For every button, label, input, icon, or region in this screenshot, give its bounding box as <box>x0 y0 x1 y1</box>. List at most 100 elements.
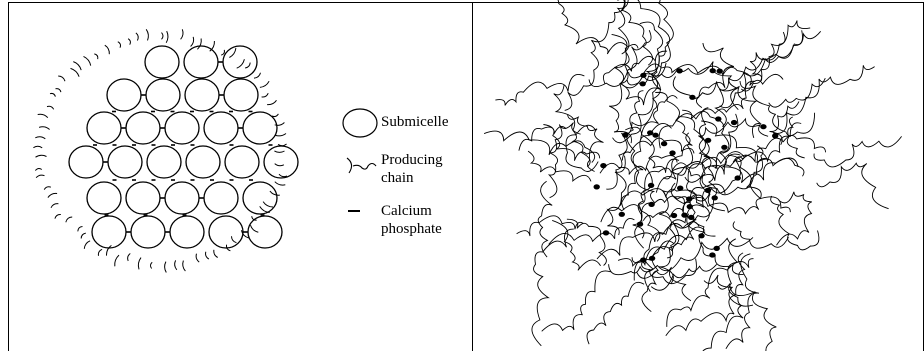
surface-chain <box>259 206 270 213</box>
calcium-phosphate-nanocluster <box>602 230 610 236</box>
surface-chain <box>37 113 49 118</box>
casein-chain <box>786 116 805 159</box>
casein-chain <box>596 221 700 260</box>
casein-chain <box>617 226 706 267</box>
surface-chain <box>35 168 43 171</box>
casein-chain <box>776 191 813 246</box>
dash-icon <box>348 210 360 212</box>
surface-chain <box>277 143 287 147</box>
chain-icon <box>346 157 377 174</box>
surface-chain <box>137 257 142 270</box>
casein-chain <box>816 162 889 210</box>
surface-chain <box>73 61 82 71</box>
surface-chain <box>221 49 225 56</box>
casein-chain <box>543 124 601 161</box>
calcium-phosphate-nanocluster <box>730 119 738 126</box>
surface-chain <box>240 230 249 239</box>
casein-chain <box>565 124 599 172</box>
casein-chain <box>588 30 652 88</box>
casein-chain <box>717 282 777 351</box>
surface-chain <box>105 244 112 256</box>
calcium-phosphate-nanocluster <box>686 196 693 202</box>
casein-chain <box>564 0 626 111</box>
frame-left <box>8 2 9 351</box>
calcium-phosphate-nanocluster <box>711 195 718 201</box>
casein-chain <box>628 61 739 111</box>
submicelle <box>106 78 142 112</box>
surface-chain <box>245 62 251 69</box>
surface-chain <box>274 163 285 167</box>
frame-divider <box>472 2 473 351</box>
chain-label: Producing chain <box>381 152 443 186</box>
casein-chain <box>659 199 715 284</box>
calcium-phosphate-nanocluster <box>648 255 656 261</box>
casein-chain <box>495 73 585 106</box>
surface-chain <box>149 261 153 269</box>
casein-chain <box>531 228 574 347</box>
surface-chain <box>164 261 167 273</box>
casein-chain <box>547 122 581 199</box>
calcium-phosphate-nanocluster <box>647 182 655 188</box>
calcium-phosphate-nanocluster <box>709 68 716 74</box>
calcium-phosphate-nanocluster <box>772 133 779 139</box>
calcium-phosphate-nanocluster <box>681 212 688 218</box>
calcium-phosphate-nanocluster <box>760 124 767 130</box>
surface-chain <box>127 38 131 45</box>
calcium-phosphate-nanocluster <box>670 212 678 219</box>
calcium-phosphate-nanocluster <box>600 163 607 169</box>
calcium-phosphate-nanocluster <box>639 81 646 87</box>
surface-chain <box>225 244 231 252</box>
calcium-phosphate-nanocluster <box>704 137 712 143</box>
casein-chain <box>606 62 667 190</box>
casein-chain <box>773 65 875 134</box>
casein-chain <box>768 78 826 108</box>
casein-chain <box>600 204 661 242</box>
calcium-phosphate-nanocluster <box>689 94 696 100</box>
calcium-phosphate-nanocluster <box>640 72 647 78</box>
surface-chain <box>274 181 286 186</box>
calcium-phosphate-nanocluster <box>715 116 722 122</box>
calcium-phosphate-nanocluster <box>713 245 720 251</box>
calcium-phosphate-nanocluster <box>688 214 695 220</box>
casein-chain <box>599 155 678 175</box>
casein-chain <box>483 130 596 163</box>
submicelle-label: Submicelle <box>381 114 449 130</box>
calcium-phosphate-nanocluster <box>709 252 716 258</box>
casein-chain <box>650 263 718 291</box>
calcium-phosphate-nanocluster <box>704 187 711 193</box>
surface-chain <box>104 44 110 55</box>
casein-chain <box>621 90 644 211</box>
surface-chain <box>43 186 52 190</box>
casein-chain <box>586 281 645 345</box>
casein-chain <box>727 238 754 307</box>
casein-chain <box>740 20 811 92</box>
calcium-phosphate-nanocluster <box>669 150 676 156</box>
surface-chain <box>209 40 215 52</box>
surface-chain <box>94 53 99 60</box>
surface-chain <box>127 253 131 262</box>
surface-chain <box>38 126 50 130</box>
submicelle <box>164 181 200 215</box>
submicelle <box>185 145 221 179</box>
surface-chain <box>251 216 257 221</box>
surface-chain <box>35 174 45 179</box>
casein-chain <box>674 158 769 215</box>
casein-chain <box>641 240 675 313</box>
casein-chain <box>640 95 678 141</box>
calcium-phosphate-nanocluster <box>652 132 659 138</box>
surface-chain <box>35 154 47 158</box>
casein-chain <box>732 221 789 249</box>
casein-chain <box>686 213 744 276</box>
circle-icon <box>342 108 378 138</box>
casein-chain <box>625 126 680 173</box>
calcium-phosphate-nanocluster <box>660 141 668 147</box>
surface-chain <box>213 249 218 258</box>
calcium-phosphate-nanocluster <box>618 211 625 217</box>
surface-chain <box>236 59 245 69</box>
submicelle <box>144 45 180 79</box>
casein-chain <box>602 55 656 84</box>
surface-chain <box>269 190 280 196</box>
casein-chain <box>619 188 710 222</box>
calcium-phosphate-nanocluster <box>636 221 644 227</box>
surface-chain <box>197 38 202 50</box>
